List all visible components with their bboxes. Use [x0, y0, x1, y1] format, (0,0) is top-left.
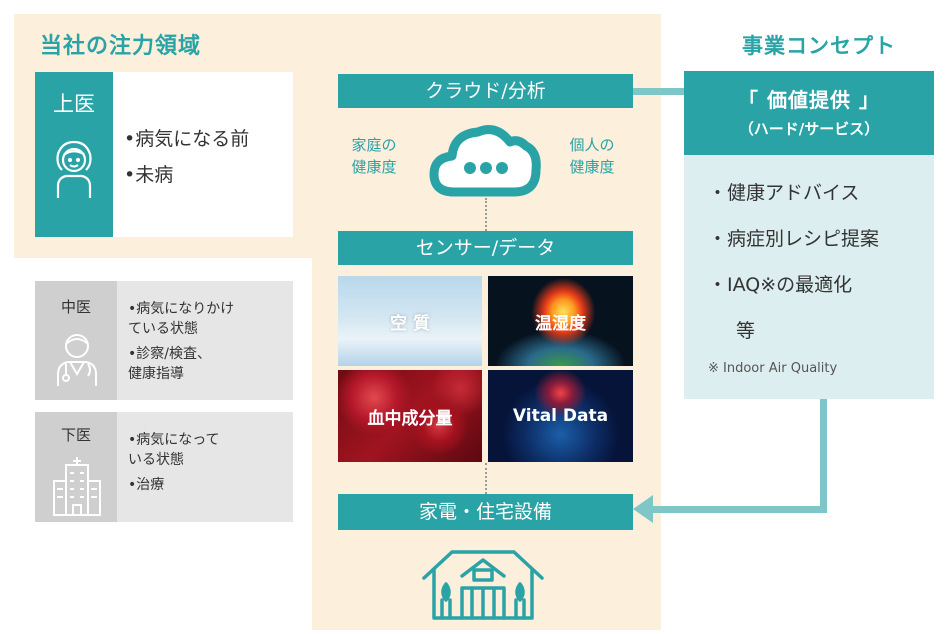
value-provision-title: 「 価値提供 」	[738, 88, 880, 112]
sensor-data-bar: センサー/データ	[338, 231, 633, 265]
temperature-humidity-label: 温湿度	[535, 313, 586, 334]
geui-label: 下医	[60, 426, 91, 444]
business-concept-title: 事業コンセプト	[742, 34, 896, 58]
doctor-icon	[57, 334, 97, 386]
blood-component-tile: 血中成分量	[338, 370, 482, 462]
connector-value-down	[820, 399, 827, 513]
focus-area-title: 当社の注力領域	[40, 34, 202, 59]
geui-bullet-treatment: •治療	[128, 477, 165, 493]
value-provision-box	[684, 71, 934, 155]
connector-to-appliance	[652, 506, 827, 513]
home-health-label: 家庭の 健康度	[351, 136, 397, 176]
chui-bullet-examination: •診察/検査、 健康指導	[128, 346, 211, 382]
joui-label: 上医	[53, 92, 95, 116]
hospital-icon	[53, 457, 101, 516]
personal-health-label: 個人の 健康度	[569, 136, 615, 176]
cloud-analysis-bar: クラウド/分析	[338, 74, 633, 108]
cloud-icon	[429, 125, 541, 197]
connector-cloud-to-value	[633, 88, 684, 95]
joui-side-panel	[35, 72, 113, 237]
chui-label: 中医	[60, 298, 91, 316]
dotted-connector	[485, 198, 487, 231]
dotted-connector	[485, 463, 487, 494]
geui-bullet-ill-state: •病気になって いる状態	[128, 432, 220, 468]
value-provision-subtitle: （ハード/サービス）	[738, 120, 880, 138]
house-icon	[422, 550, 544, 620]
blood-component-label: 血中成分量	[367, 408, 453, 429]
arrow-left-icon	[633, 495, 653, 523]
chui-side-panel	[35, 281, 117, 400]
value-item-health-advice: ・健康アドバイス	[708, 182, 860, 204]
temperature-humidity-tile: 温湿度	[488, 276, 633, 366]
air-quality-tile: 空 質	[338, 276, 482, 366]
joui-bullet-before-illness: •病気になる前	[124, 128, 250, 150]
iaq-footnote: ※ Indoor Air Quality	[708, 361, 838, 376]
chui-bullet-becoming-ill: •病気になりかけ ている状態	[128, 301, 235, 337]
person-female-icon	[56, 140, 92, 198]
value-item-iaq: ・IAQ※の最適化	[708, 274, 853, 296]
appliance-housing-bar: 家電・住宅設備	[338, 494, 633, 530]
vital-data-label: Vital Data	[512, 406, 609, 426]
air-quality-label: 空 質	[390, 313, 430, 334]
geui-side-panel	[35, 412, 117, 522]
vital-data-tile: Vital Data	[488, 370, 633, 462]
value-list-panel	[684, 155, 934, 399]
value-item-etc: 等	[736, 320, 756, 342]
joui-bullet-mibyou: •未病	[124, 164, 174, 186]
value-item-recipe: ・病症別レシピ提案	[708, 228, 880, 250]
